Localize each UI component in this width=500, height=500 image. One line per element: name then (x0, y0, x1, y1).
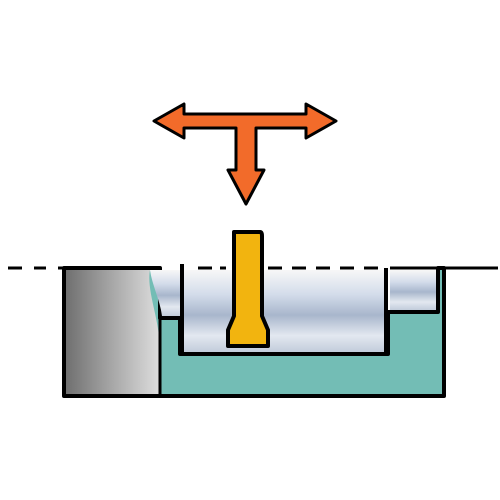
cut-region-right (390, 270, 436, 310)
cut-region-left (150, 270, 180, 316)
grooving-insert (226, 230, 270, 348)
workpiece-cylinder-section (66, 270, 160, 394)
groove-cut-area (182, 270, 386, 352)
feed-direction-arrows-icon (152, 102, 338, 206)
groove-outline (180, 264, 388, 356)
